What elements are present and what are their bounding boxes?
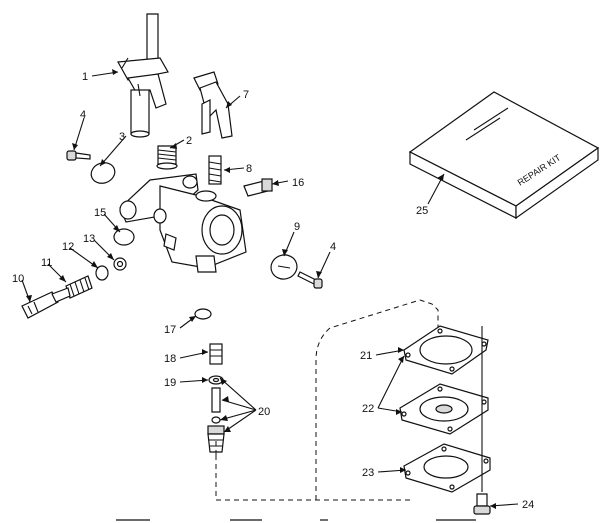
part-10-needle-screw [21,287,71,319]
label-19: 19 [164,377,176,389]
label-13: 13 [83,233,95,245]
arrowheads [26,69,496,509]
fuel-line-dashed [215,299,439,501]
label-8: 8 [246,163,252,175]
label-4-left: 4 [80,109,86,121]
part-8-spring [208,155,222,185]
part-18-jet [209,343,223,365]
label-23: 23 [362,467,374,479]
part-22-diaphragm [399,383,489,435]
label-18: 18 [164,353,176,365]
label-7: 7 [243,89,249,101]
label-4-right: 4 [330,241,336,253]
label-17: 17 [164,324,176,336]
label-11: 11 [41,257,52,269]
part-2-spring [156,145,178,170]
part-13-washer [113,257,127,271]
part-4-screw-right [297,271,323,289]
label-2: 2 [186,135,192,147]
label-21: 21 [360,350,372,362]
part-4-screw-left [66,150,91,161]
label-15: 15 [94,207,106,219]
part-9-choke-plate [270,254,298,280]
label-10: 10 [12,273,24,285]
carburetor-body [119,173,247,273]
part-23-cover [403,443,491,493]
label-16: 16 [292,177,304,189]
part-7-choke-shaft [193,71,233,139]
label-25: 25 [416,205,428,217]
part-16-fitting [243,178,273,197]
part-1-throttle-shaft [117,13,169,138]
label-24: 24 [522,499,534,511]
label-9: 9 [294,221,300,233]
callout-labels: 1 2 3 4 4 7 8 9 10 11 12 13 15 16 17 18 … [12,71,534,511]
label-12: 12 [62,241,74,253]
part-12-o-ring [95,265,109,281]
part-3-throttle-plate [90,162,116,184]
part-21-gasket [403,325,489,375]
part-25-repair-kit: REPAIR KIT [408,91,600,220]
label-20: 20 [258,406,270,418]
label-22: 22 [362,403,374,415]
label-1: 1 [82,71,88,83]
part-15-plug [113,228,135,246]
part-17-seal [194,308,212,320]
part-24-screw [473,493,491,515]
label-3: 3 [119,131,125,143]
